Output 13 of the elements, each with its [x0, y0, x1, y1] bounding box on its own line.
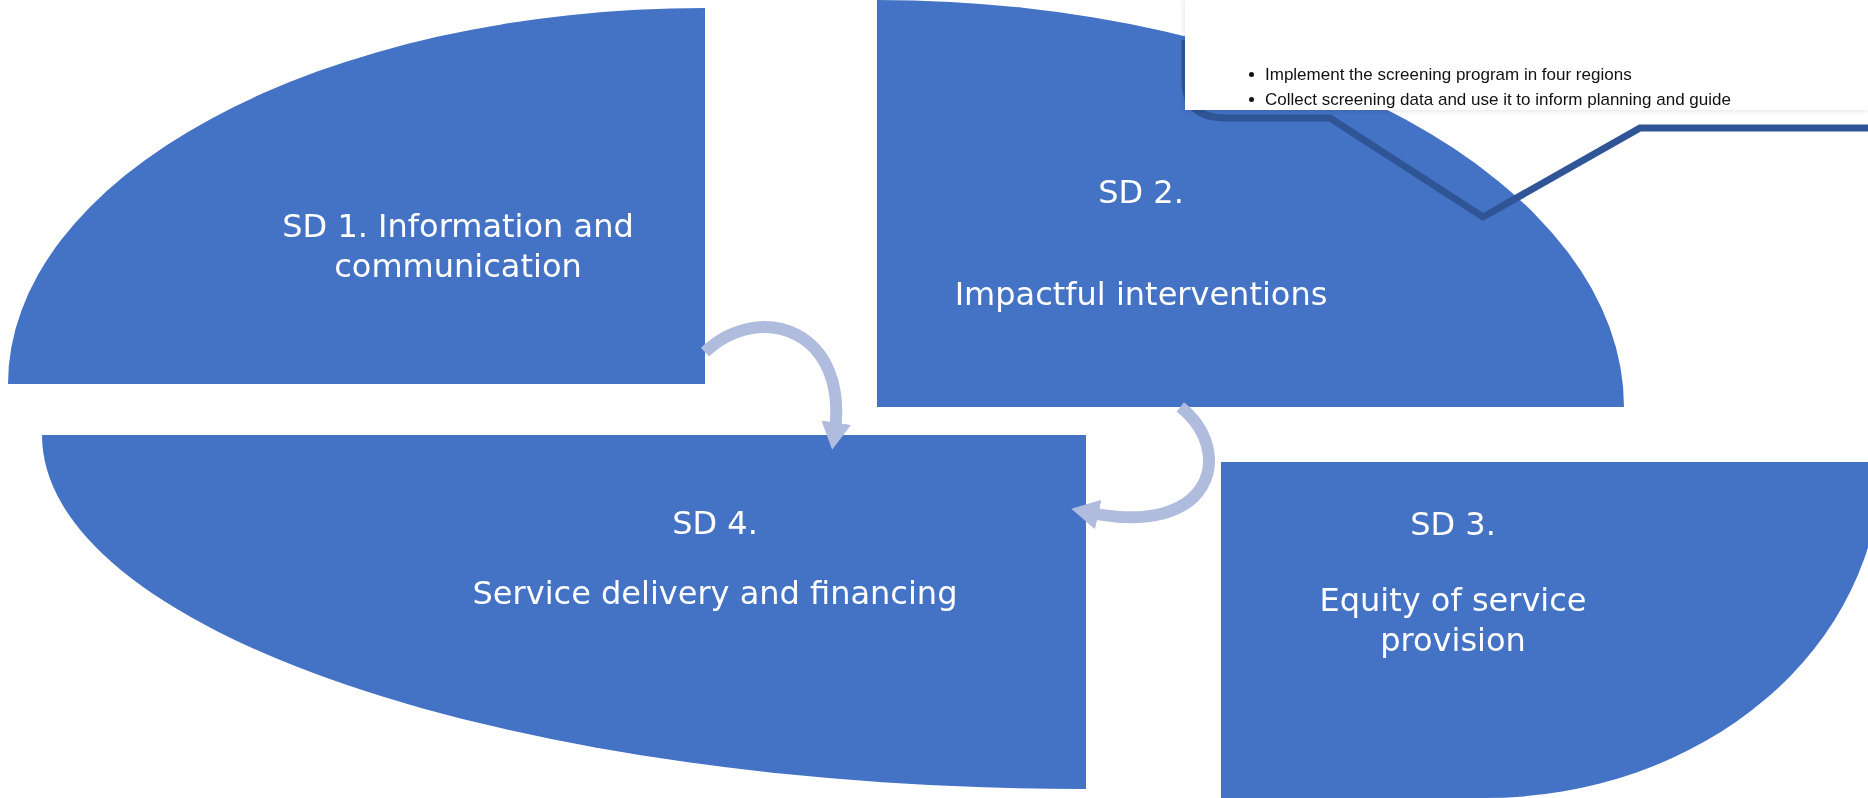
- callout-box: [1185, 0, 1868, 110]
- bullet-item: Implement the screening program in four regions: [1265, 65, 1632, 84]
- segment-label: SD 3.: [1409, 504, 1497, 544]
- curved-arrow: [701, 321, 851, 450]
- segment-label: Service delivery and financing: [471, 573, 959, 613]
- bullet-item: Collect screening data and use it to inform planning and guide: [1265, 90, 1731, 109]
- segment-label: Impactful interventions: [953, 274, 1329, 314]
- segment-label: SD 4.: [671, 503, 759, 543]
- segment-label: Equity of service provision: [1318, 580, 1588, 660]
- curved-arrow: [1071, 402, 1215, 529]
- quarter-ellipse-segment: [1221, 462, 1868, 798]
- segment-label: SD 1. Information and communication: [281, 206, 635, 286]
- segment-label: SD 2.: [1097, 172, 1185, 212]
